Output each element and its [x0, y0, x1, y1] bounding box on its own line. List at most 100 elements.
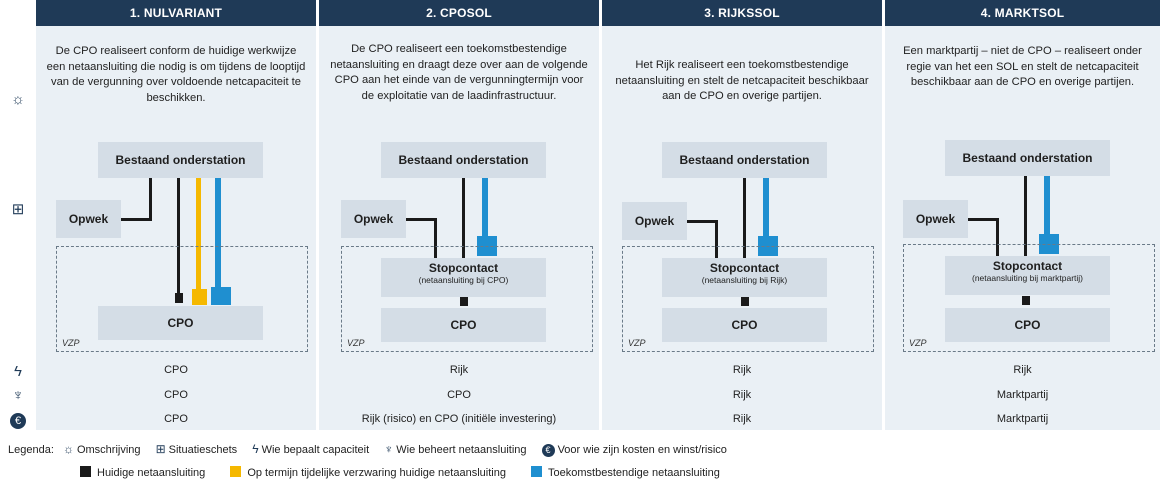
- sketch-icon: ⊞: [155, 442, 166, 456]
- beheer-cell: Marktpartij: [996, 389, 1049, 401]
- euro-icon: €: [8, 410, 28, 430]
- column-cposol: 2. CPOSOL De CPO realiseert een toekomst…: [319, 0, 599, 430]
- huidige-netaansluiting-line: [1024, 176, 1027, 256]
- huidige-netaansluiting-line: [743, 178, 746, 258]
- column-title: 4. MARKTSOL: [885, 0, 1160, 26]
- column-title: 1. NULVARIANT: [36, 0, 316, 26]
- huidige-connector: [1022, 296, 1030, 305]
- huidige-netaansluiting-line: [177, 178, 180, 293]
- opwek-line-vertical: [434, 218, 437, 258]
- stopcontact-sublabel: (netaansluiting bij marktpartij): [971, 273, 1084, 283]
- huidige-swatch: [80, 466, 91, 477]
- sketch-icon: ⊞: [11, 201, 25, 218]
- beheer-cell: CPO: [164, 389, 188, 401]
- tijdelijke-verzwaring-line: [196, 178, 201, 290]
- column-rijkssol: 3. RIJKSSOL Het Rijk realiseert een toek…: [602, 0, 882, 430]
- lightbulb-icon: ☼: [11, 91, 25, 108]
- legend-situatieschets: Situatieschets: [168, 444, 238, 456]
- toekomstbestendige-line: [1044, 176, 1050, 236]
- cpo-box: CPO: [945, 308, 1110, 342]
- legend-row-1: Legenda: ☼Omschrijving ⊞Situatieschets ϟ…: [8, 442, 727, 457]
- column-title: 3. RIJKSSOL: [602, 0, 882, 26]
- pylon-icon: ♆: [12, 387, 24, 404]
- capaciteit-cell: Rijk: [449, 364, 469, 376]
- vzp-label: VZP: [909, 338, 927, 348]
- stopcontact-sublabel: (netaansluiting bij CPO): [418, 275, 509, 285]
- lightning-icon: ϟ: [14, 363, 22, 380]
- stopcontact-label: Stopcontact: [992, 259, 1063, 273]
- stopcontact-sublabel: (netaansluiting bij Rijk): [701, 275, 788, 285]
- column-title: 2. CPOSOL: [319, 0, 599, 26]
- stopcontact-box: Stopcontact (netaansluiting bij Rijk): [662, 258, 827, 297]
- vzp-area: [622, 246, 874, 352]
- column-description: Een marktpartij – niet de CPO – realisee…: [903, 45, 1142, 88]
- capaciteit-cell: CPO: [164, 364, 188, 376]
- vzp-label: VZP: [62, 338, 80, 348]
- capaciteit-cell: Rijk: [1013, 364, 1032, 376]
- vzp-label: VZP: [628, 338, 646, 348]
- opwek-line-vertical: [996, 218, 999, 256]
- kosten-cell: Rijk (risico) en CPO (initiële investeri…: [361, 413, 557, 425]
- cpo-box: CPO: [662, 308, 827, 342]
- opwek-line-vertical: [149, 178, 152, 221]
- pylon-icon: ♆: [384, 442, 394, 456]
- toekomst-connector: [211, 287, 231, 305]
- column-description: Het Rijk realiseert een toekomstbestendi…: [615, 59, 869, 102]
- opwek-line: [406, 218, 436, 221]
- opwek-box: Opwek: [622, 202, 687, 240]
- tijdelijk-swatch: [230, 466, 242, 477]
- opwek-line: [968, 218, 998, 221]
- legend-prefix: Legenda:: [8, 444, 54, 456]
- column-nulvariant: 1. NULVARIANT De CPO realiseert conform …: [36, 0, 316, 430]
- stopcontact-label: Stopcontact: [428, 261, 499, 275]
- vzp-label: VZP: [347, 338, 365, 348]
- substation-box: Bestaand onderstation: [662, 142, 827, 178]
- cpo-box: CPO: [98, 306, 263, 340]
- legend-beheer: Wie beheert netaansluiting: [396, 444, 527, 456]
- stopcontact-box: Stopcontact (netaansluiting bij marktpar…: [945, 256, 1110, 295]
- column-description: De CPO realiseert conform de huidige wer…: [46, 45, 306, 104]
- capaciteit-cell: Rijk: [732, 364, 752, 376]
- legend-tijdelijk: Op termijn tijdelijke verzwaring huidige…: [247, 467, 506, 479]
- substation-box: Bestaand onderstation: [381, 142, 546, 178]
- huidige-connector: [460, 297, 468, 306]
- opwek-line-vertical: [715, 220, 718, 258]
- euro-icon: €: [541, 444, 555, 457]
- lightbulb-icon: ☼: [62, 442, 74, 456]
- toekomstbestendige-line: [215, 178, 221, 288]
- cpo-box: CPO: [381, 308, 546, 342]
- kosten-cell: Rijk: [732, 413, 752, 425]
- toekomst-swatch: [531, 466, 543, 477]
- kosten-cell: Marktpartij: [996, 413, 1049, 425]
- toekomstbestendige-line: [482, 178, 488, 238]
- column-marktsol: 4. MARKTSOL Een marktpartij – niet de CP…: [885, 0, 1160, 430]
- toekomstbestendige-line: [763, 178, 769, 238]
- opwek-line: [121, 218, 151, 221]
- legend-row-2: Huidige netaansluiting Op termijn tijdel…: [80, 466, 720, 479]
- tijdelijke-connector: [192, 289, 207, 305]
- stopcontact-label: Stopcontact: [709, 261, 780, 275]
- huidige-connector: [175, 293, 183, 303]
- huidige-netaansluiting-line: [462, 178, 465, 258]
- legend-toekomst: Toekomstbestendige netaansluiting: [548, 467, 720, 479]
- lightning-icon: ϟ: [252, 442, 259, 456]
- substation-box: Bestaand onderstation: [945, 140, 1110, 176]
- beheer-cell: CPO: [447, 389, 471, 401]
- beheer-cell: Rijk: [732, 389, 752, 401]
- column-description: De CPO realiseert een toekomstbestendige…: [330, 43, 588, 102]
- legend-capaciteit: Wie bepaalt capaciteit: [261, 444, 370, 456]
- huidige-connector: [741, 297, 749, 306]
- vzp-area: [341, 246, 593, 352]
- legend-huidige: Huidige netaansluiting: [97, 467, 206, 479]
- opwek-box: Opwek: [341, 200, 406, 238]
- vzp-area: [903, 244, 1155, 352]
- legend-omschrijving: Omschrijving: [76, 444, 141, 456]
- stopcontact-box: Stopcontact (netaansluiting bij CPO): [381, 258, 546, 297]
- kosten-cell: CPO: [164, 413, 188, 425]
- legend-kosten: Voor wie zijn kosten en winst/risico: [557, 444, 727, 456]
- vzp-area: [56, 246, 308, 352]
- substation-box: Bestaand onderstation: [98, 142, 263, 178]
- opwek-box: Opwek: [903, 200, 968, 238]
- opwek-line: [687, 220, 717, 223]
- opwek-box: Opwek: [56, 200, 121, 238]
